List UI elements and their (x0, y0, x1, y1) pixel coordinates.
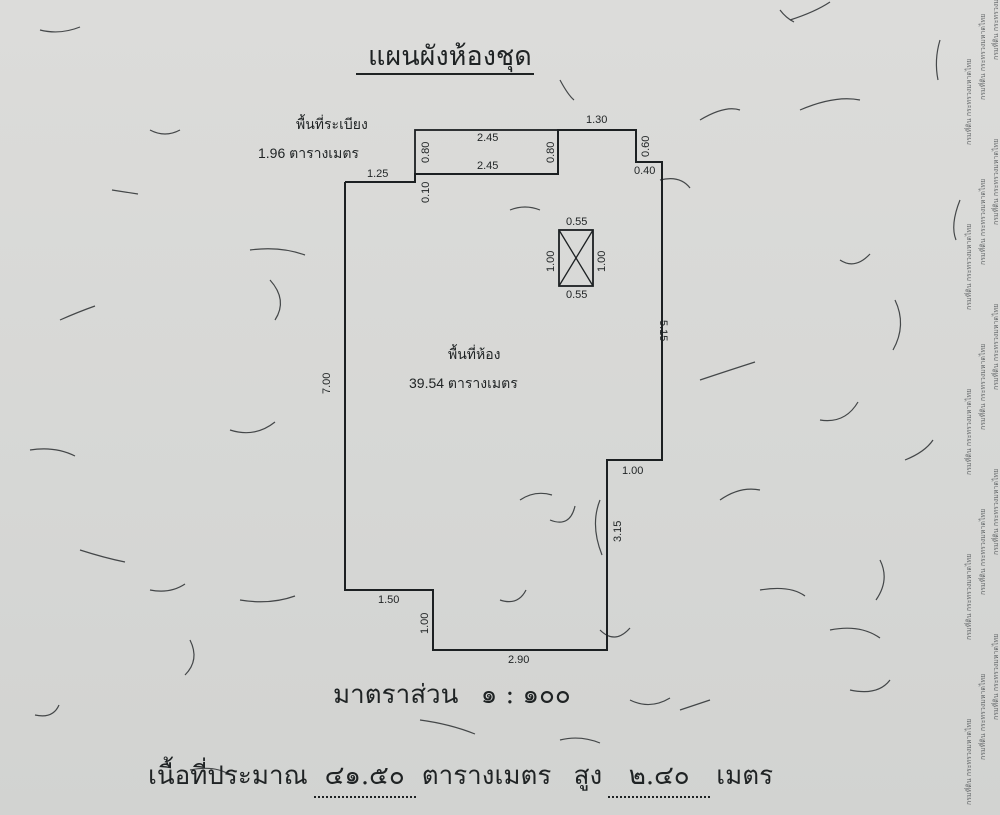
dim-shaft-bottom: 0.55 (566, 289, 588, 301)
watermark-text-3: กรมที่ดิน กระทรวงมหาดไทย (964, 389, 973, 475)
watermark-text-5: กรมที่ดิน กระทรวงมหาดไทย (964, 59, 973, 145)
watermark-text-2: กรมที่ดิน กระทรวงมหาดไทย (964, 554, 973, 640)
watermark-text-10: กรมที่ดิน กระทรวงมหาดไทย (978, 14, 987, 100)
watermark-text-6: กรมที่ดิน กระทรวงมหาดไทย (978, 674, 987, 760)
shaft-box (558, 229, 594, 287)
watermark-text-11: กรมที่ดิน กระทรวงมหาดไทย (991, 634, 1000, 720)
room-label: พื้นที่ห้อง (448, 346, 501, 362)
dim-left-step: 0.10 (420, 181, 432, 203)
scale-line: มาตราส่วน ๑ : ๑๐๐ (333, 674, 571, 715)
dim-balcony-right: 0.80 (545, 141, 557, 163)
dim-shaft-right: 1.00 (596, 250, 608, 272)
watermark-text-4: กรมที่ดิน กระทรวงมหาดไทย (964, 224, 973, 310)
scale-value: ๑ : ๑๐๐ (480, 680, 571, 710)
dim-shaft-top: 0.55 (566, 216, 588, 228)
watermark-text-13: กรมที่ดิน กระทรวงมหาดไทย (991, 304, 1000, 390)
dim-bottom-left-v: 1.00 (419, 612, 431, 634)
dim-shaft-left: 1.00 (545, 250, 557, 272)
room-area: 39.54 ตารางเมตร (409, 375, 518, 391)
area-unit: ตารางเมตร (421, 761, 552, 791)
dim-balcony-left: 0.80 (420, 141, 432, 163)
area-line: เนื้อที่ประมาณ๔๑.๕๐ตารางเมตร สูง๒.๔๐เมตร (148, 755, 773, 798)
dim-top-right: 1.30 (586, 114, 608, 126)
dim-left-top: 1.25 (367, 168, 389, 180)
dim-bottom-left: 1.50 (378, 594, 400, 606)
watermark-text-8: กรมที่ดิน กระทรวงมหาดไทย (978, 344, 987, 430)
dim-right-upper: 5.15 (657, 320, 669, 342)
watermark-strip: กรมที่ดิน กระทรวงมหาดไทย กรมที่ดิน กระทร… (964, 0, 1000, 805)
plan-title: แผนผังห้องชุด (368, 41, 532, 72)
title-underline (356, 73, 534, 75)
dim-right-notch-h: 0.40 (634, 165, 656, 177)
balcony-area: 1.96 ตารางเมตร (258, 145, 359, 161)
watermark-text-1: กรมที่ดิน กระทรวงมหาดไทย (964, 719, 973, 805)
balcony-label: พื้นที่ระเบียง (296, 116, 368, 132)
scale-label: มาตราส่วน (333, 680, 459, 710)
dim-balcony-top: 2.45 (477, 132, 499, 144)
watermark-text-15: กรมที่ดิน กระทรวงมหาดไทย (991, 0, 1000, 60)
dim-right-lower: 3.15 (612, 520, 624, 542)
dim-right-step: 1.00 (622, 465, 644, 477)
height-unit: เมตร (716, 761, 774, 791)
watermark-text-12: กรมที่ดิน กระทรวงมหาดไทย (991, 469, 1000, 555)
height-value: ๒.๔๐ (608, 755, 711, 798)
watermark-text-14: กรมที่ดิน กระทรวงมหาดไทย (991, 139, 1000, 225)
watermark-text-9: กรมที่ดิน กระทรวงมหาดไทย (978, 179, 987, 265)
balcony-outline (414, 129, 559, 175)
dim-right-notch-v: 0.60 (640, 135, 652, 157)
dim-balcony-bottom: 2.45 (477, 160, 499, 172)
area-value: ๔๑.๕๐ (313, 755, 416, 798)
area-prefix: เนื้อที่ประมาณ (148, 761, 308, 791)
dim-bottom: 2.90 (508, 654, 530, 666)
height-label: สูง (573, 761, 603, 791)
dim-left-side: 7.00 (321, 372, 333, 394)
watermark-text-7: กรมที่ดิน กระทรวงมหาดไทย (978, 509, 987, 595)
